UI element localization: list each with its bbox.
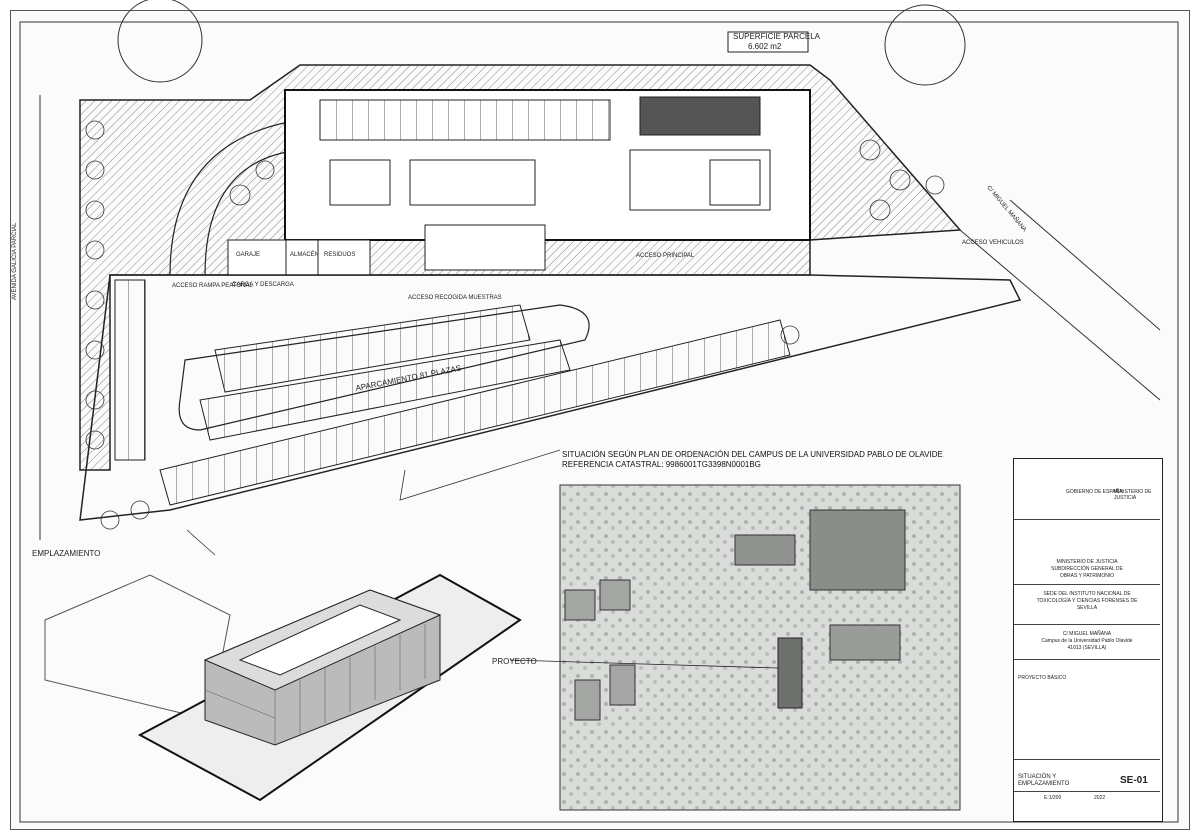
auditorium-seating — [639, 96, 761, 136]
room-store: ALMACÉN — [290, 252, 320, 258]
roundabout-right — [884, 4, 966, 86]
aerial-building-4 — [564, 589, 596, 621]
tree-symbols — [85, 120, 945, 530]
proyecto-label: PROYECTO — [492, 657, 537, 666]
store-room — [285, 239, 319, 276]
aerial-building-6 — [574, 679, 601, 721]
phase-label: PROYECTO BÁSICO — [1018, 675, 1067, 681]
aerial-building-2 — [734, 534, 796, 566]
address-line-2: Campus de la Universidad Pablo Olavide — [1041, 638, 1133, 644]
access-main-label: ACCESO PRINCIPAL — [636, 253, 695, 259]
catastral-reference: REFERENCIA CATASTRAL: 9986001TG3398N0001… — [562, 460, 761, 469]
gov-label-1: GOBIERNO DE ESPAÑA — [1066, 489, 1123, 495]
aerial-building-5 — [599, 579, 631, 611]
ministry-line-1: MINISTERIO DE JUSTICIA — [1056, 559, 1118, 565]
project-line-1: SEDE DEL INSTITUTO NACIONAL DE — [1043, 591, 1131, 597]
date-value: 2022 — [1094, 795, 1106, 801]
parking-boundary — [79, 274, 1022, 521]
aerial-building-large — [809, 509, 906, 591]
parking-row-2 — [199, 339, 571, 441]
address-line-3: 41013 (SEVILLA) — [1067, 645, 1107, 651]
central-courtyard — [409, 159, 536, 206]
leader-line-2 — [186, 529, 216, 556]
title-block: GOBIERNO DE ESPAÑA MINISTERIO DE JUSTICI… — [1013, 458, 1163, 822]
room-garage: GARAJE — [236, 252, 261, 258]
access-center-label: ACCESO RECOGIDA MUESTRAS — [408, 295, 502, 301]
drawing-line-2: EMPLAZAMIENTO — [1018, 781, 1070, 787]
roundabout-left — [117, 0, 203, 83]
parking-row-1 — [214, 304, 531, 393]
aerial-building-3 — [829, 624, 901, 661]
surface-box — [727, 31, 809, 53]
ministry-line-2: SUBDIRECCIÓN GENERAL DE — [1051, 566, 1123, 572]
ministry-line-3: OBRAS Y PATRIMONIO — [1059, 573, 1115, 579]
parking-row-3 — [159, 319, 791, 506]
access-left-label: ACCESO RAMPA PEATONAL — [172, 283, 253, 289]
room-loading: CARGA Y DESCARGA — [232, 282, 294, 288]
lab-bench-strip — [319, 99, 611, 141]
situation-title: SITUACIÓN SEGÚN PLAN DE ORDENACIÓN DEL C… — [562, 450, 943, 459]
office-room — [424, 224, 546, 271]
waste-room — [317, 239, 371, 276]
scale-value: E:1/200 — [1044, 795, 1062, 801]
street-left-label: AVENIDA GALICIA PARCIAL — [12, 222, 18, 300]
surface-label: SUPERFICIE PARCELA — [733, 32, 820, 41]
axon-roof-court — [238, 604, 402, 676]
leader-line — [399, 449, 561, 501]
aerial-project-building — [777, 637, 803, 709]
emplazamiento-label: EMPLAZAMIENTO — [32, 549, 101, 558]
garage-room — [227, 239, 287, 276]
ramp-curve-inner — [204, 149, 301, 276]
road-edge-2 — [1009, 199, 1161, 331]
axon-context-block — [44, 574, 231, 721]
border-frame — [19, 21, 1179, 823]
room-waste: RESIDUOS — [324, 252, 356, 258]
gov-label-2: MINISTERIO DE JUSTICIA — [1114, 489, 1152, 501]
access-vehicles-label: ACCESO VEHICULOS — [962, 240, 1024, 246]
proyecto-leader — [509, 659, 779, 669]
stair-core-right — [709, 159, 761, 206]
axon-facade-lines — [204, 624, 426, 745]
drawing-line-1: SITUACIÓN Y — [1018, 774, 1057, 780]
parking-row-left — [114, 279, 146, 461]
stair-core-left — [329, 159, 391, 206]
road-edge-1 — [959, 229, 1161, 401]
surface-value: 6.602 m2 — [748, 42, 782, 51]
sheet-number: SE-01 — [1120, 775, 1148, 786]
aerial-building-7 — [609, 664, 636, 706]
project-line-2: TOXICOLOGÍA Y CIENCIAS FORENSES DE — [1036, 598, 1138, 604]
project-line-3: SEVILLA — [1076, 605, 1098, 611]
address-line-1: C/ MIGUEL MAÑANA — [1062, 631, 1112, 637]
situation-caption: SITUACIÓN SEGÚN PLAN DE ORDENACIÓN DEL C… — [562, 450, 962, 470]
ramp-curve-outer — [169, 119, 301, 276]
